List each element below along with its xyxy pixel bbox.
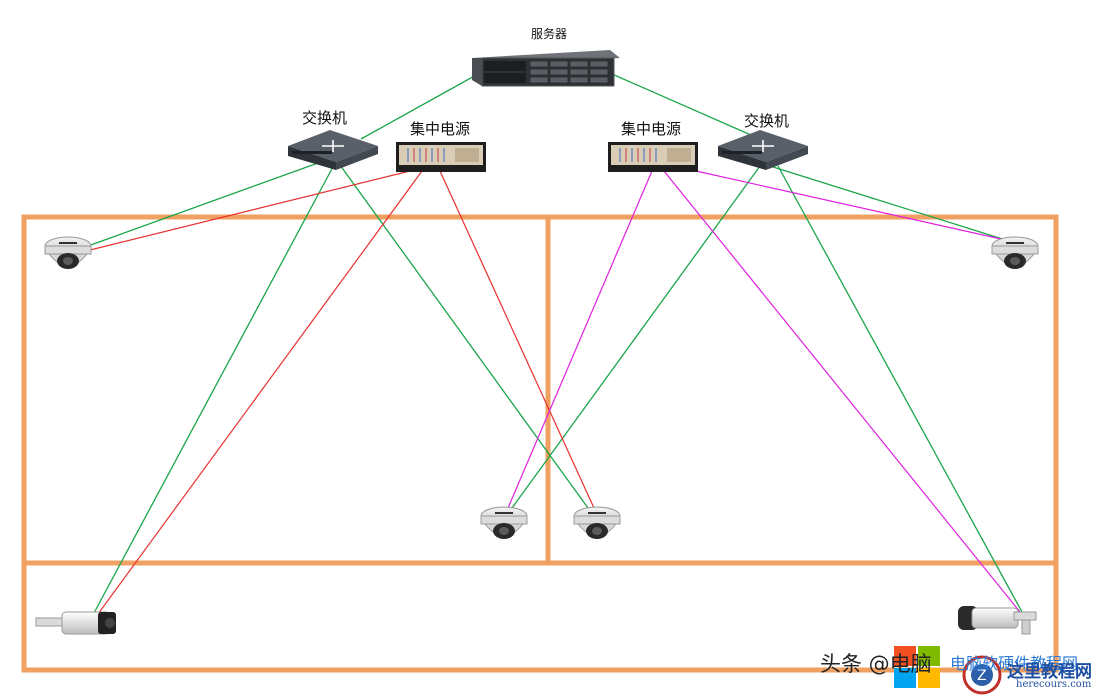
power-cables-left bbox=[89, 170, 595, 615]
dome-camera-top-left-icon bbox=[44, 236, 92, 270]
server-label: 服务器 bbox=[531, 27, 568, 41]
windows-logo-icon bbox=[894, 646, 940, 688]
bullet-camera-left-icon bbox=[35, 611, 116, 635]
power-supply-right-label: 集中电源 bbox=[621, 120, 682, 138]
dome-camera-center-left-icon bbox=[480, 506, 528, 540]
switch-left-label: 交换机 bbox=[302, 109, 348, 127]
watermark-text: 头条 @电脑 bbox=[820, 652, 932, 676]
power-supply-right-icon bbox=[608, 142, 698, 172]
site-logo-icon: Z bbox=[962, 655, 1002, 695]
power-supply-left-icon bbox=[396, 142, 486, 172]
svg-text:Z: Z bbox=[977, 668, 987, 684]
switch-left-icon bbox=[288, 130, 378, 170]
network-cables bbox=[87, 73, 1023, 614]
power-supply-left-label: 集中电源 bbox=[410, 120, 471, 138]
logo-subtitle: herecours.com bbox=[1016, 679, 1092, 690]
logo-title: 这里教程网 bbox=[1007, 662, 1092, 682]
dome-camera-center-right-icon bbox=[573, 506, 621, 540]
switch-right-label: 交换机 bbox=[744, 112, 790, 130]
bullet-camera-right-icon bbox=[958, 606, 1037, 635]
floor-plan-outer-wall bbox=[21, 214, 1059, 673]
floor-plan bbox=[21, 214, 1059, 673]
power-cables-right bbox=[507, 170, 1021, 613]
dome-camera-top-right-icon bbox=[991, 236, 1039, 270]
watermark-site-text: 电脑软硬件教程网 bbox=[950, 654, 1079, 673]
switch-right-icon bbox=[718, 130, 808, 170]
server-icon bbox=[472, 50, 620, 87]
